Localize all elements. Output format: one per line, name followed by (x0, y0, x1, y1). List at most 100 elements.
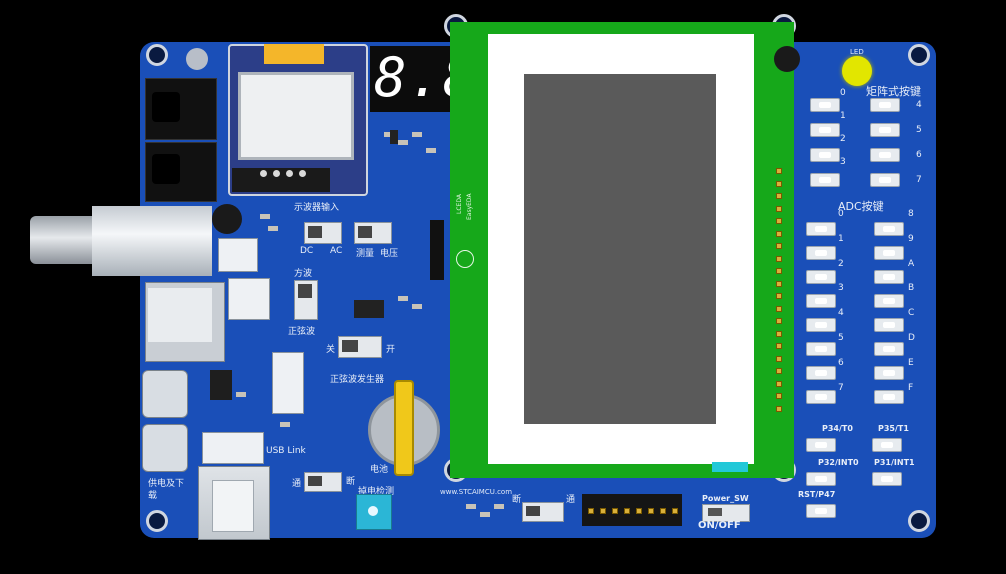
p31-label: P31/INT1 (874, 458, 915, 467)
smd-component (494, 504, 504, 509)
key-p35[interactable] (872, 438, 902, 452)
adc-key-b[interactable] (874, 294, 904, 308)
pin-header-pins (588, 508, 678, 514)
smd-component (412, 304, 422, 309)
adc-key-5[interactable] (806, 342, 836, 356)
pass-label: 通 (292, 479, 302, 489)
potentiometer-knob[interactable] (186, 48, 208, 70)
cloud-icon (456, 250, 474, 268)
fpc-connector (430, 220, 444, 280)
smd-component (260, 214, 270, 219)
adc-key-0[interactable] (806, 222, 836, 236)
key-p32[interactable] (806, 472, 836, 486)
matrix-key-0[interactable] (810, 98, 840, 112)
p35-label: P35/T1 (878, 424, 909, 433)
smd-component (236, 392, 246, 397)
on-off-label: ON/OFF (698, 520, 741, 531)
adc-key-d[interactable] (874, 342, 904, 356)
matrix-key-label: 4 (916, 100, 922, 110)
adc-key-1[interactable] (806, 246, 836, 260)
led-indicator (842, 56, 872, 86)
matrix-key-6[interactable] (870, 148, 900, 162)
battery-label: 电池 (370, 465, 389, 475)
mounting-hole (908, 44, 930, 66)
adc-left-labels: 0 1 2 3 4 5 6 7 (838, 209, 852, 407)
matrix-key-3[interactable] (810, 173, 840, 187)
usb-c-port[interactable] (142, 424, 188, 472)
adc-key-label: 8 (908, 209, 914, 219)
measure-label: 测量 (356, 249, 375, 259)
slide-switch-knob (526, 506, 540, 516)
matrix-key-label: 2 (840, 134, 846, 144)
dc-label: DC (300, 246, 314, 256)
smd-component (412, 132, 422, 137)
pass-label-2: 通 (566, 495, 576, 505)
adc-key-label: 0 (838, 209, 844, 219)
adc-key-f[interactable] (874, 390, 904, 404)
smd-component (384, 132, 394, 137)
p32-label: P32/INT0 (818, 458, 859, 467)
easyeda-logo: EasyEDA (466, 193, 473, 220)
power-download-label: 供电及下载 (148, 479, 185, 501)
adc-key-label: 1 (838, 233, 844, 244)
matrix-key-5[interactable] (870, 123, 900, 137)
adc-key-4[interactable] (806, 318, 836, 332)
matrix-key-4[interactable] (870, 98, 900, 112)
ic-chip (210, 370, 232, 400)
slide-switch-knob (308, 476, 322, 486)
adc-keypad-title: ADC按键 (838, 200, 884, 213)
bnc-connector-body (92, 206, 212, 276)
adc-key-label: 4 (838, 308, 844, 319)
key-rst[interactable] (806, 504, 836, 518)
adc-key-2[interactable] (806, 270, 836, 284)
usb-link-connector (202, 432, 264, 464)
matrix-left-labels: 0 1 2 3 (840, 88, 854, 180)
off-label: 关 (326, 345, 336, 355)
lceda-logo: LCEDA (456, 194, 463, 214)
matrix-key-label: 3 (840, 157, 846, 167)
adc-key-6[interactable] (806, 366, 836, 380)
adc-key-label: A (908, 258, 915, 269)
usb-c-port[interactable] (142, 370, 188, 418)
adc-key-label: C (908, 308, 915, 319)
audio-jack-port (152, 92, 180, 122)
smd-component (480, 512, 490, 517)
matrix-keypad-title: 矩阵式按键 (866, 85, 921, 98)
key-p34[interactable] (806, 438, 836, 452)
adc-key-a[interactable] (874, 270, 904, 284)
adc-key-3[interactable] (806, 294, 836, 308)
cut-label-2: 断 (512, 495, 522, 505)
cut-label: 断 (346, 477, 356, 487)
website-url: www.STCAIMCU.com (440, 488, 513, 496)
waveform-switch-knob (298, 284, 312, 298)
adc-key-c[interactable] (874, 318, 904, 332)
battery-clip (394, 380, 414, 476)
smd-component (398, 296, 408, 301)
key-p31[interactable] (872, 472, 902, 486)
adc-key-label: E (908, 357, 914, 368)
matrix-key-2[interactable] (810, 148, 840, 162)
buzzer (774, 46, 800, 72)
oled-pins (260, 170, 320, 182)
oled-screen (238, 72, 354, 160)
smd-component (426, 148, 436, 153)
oled-ribbon (264, 44, 324, 64)
matrix-key-label: 5 (916, 125, 922, 135)
matrix-key-1[interactable] (810, 123, 840, 137)
ic-chip (390, 130, 398, 144)
battery-detect-label: 掉电检测 (358, 487, 395, 497)
ic-chip (354, 300, 384, 318)
connector-block (218, 238, 258, 272)
adc-key-label: 3 (838, 283, 844, 294)
matrix-key-label: 7 (916, 175, 922, 185)
bnc-connector[interactable] (30, 216, 100, 264)
adc-key-7[interactable] (806, 390, 836, 404)
matrix-key-7[interactable] (870, 173, 900, 187)
adc-key-9[interactable] (874, 246, 904, 260)
adc-key-8[interactable] (874, 222, 904, 236)
matrix-key-label: 6 (916, 150, 922, 160)
adc-key-e[interactable] (874, 366, 904, 380)
dc-ac-switch-knob (308, 226, 322, 238)
adc-key-label: D (908, 332, 915, 343)
adc-key-label: 9 (908, 233, 914, 244)
